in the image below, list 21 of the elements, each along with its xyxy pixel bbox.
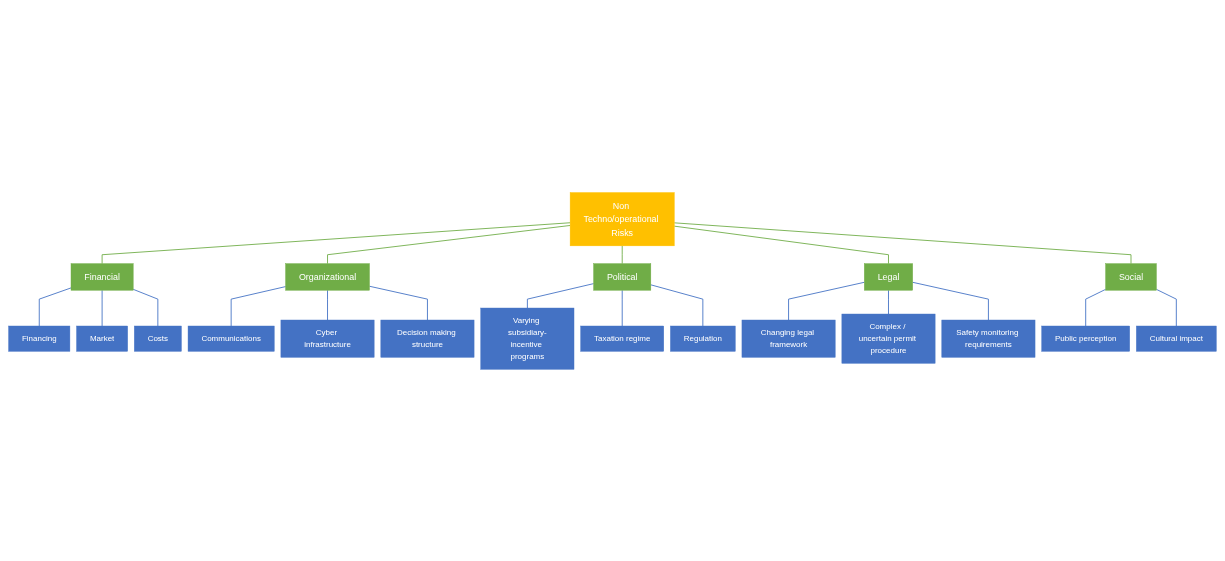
connector	[621, 289, 623, 326]
connector	[912, 281, 989, 320]
connector	[788, 281, 865, 320]
connector	[101, 221, 571, 264]
connector	[621, 244, 623, 264]
connector	[327, 289, 329, 320]
connector	[673, 225, 889, 264]
connector	[888, 289, 889, 315]
connector	[230, 285, 287, 326]
node-box: Organizational	[285, 262, 370, 291]
connector	[526, 282, 595, 309]
node-box: Social	[1105, 262, 1157, 291]
node-box: Financial	[70, 262, 134, 291]
connector	[369, 285, 428, 320]
node-box: Non Techno/operational Risks	[569, 191, 675, 246]
node-box: Legal	[864, 262, 913, 291]
node-box: Political	[593, 262, 652, 291]
connector	[101, 289, 103, 326]
connector	[673, 221, 1132, 264]
connector	[327, 224, 571, 264]
connector	[650, 283, 704, 326]
